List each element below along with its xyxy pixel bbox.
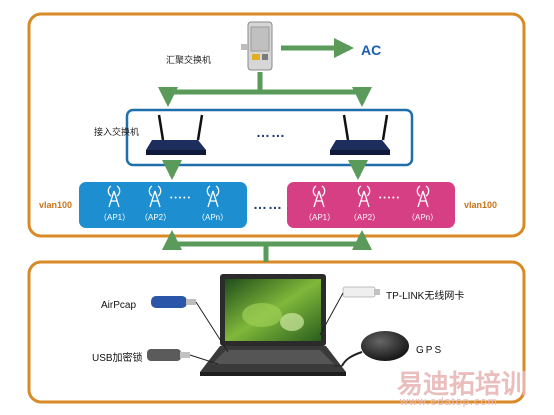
- ap-icon: [357, 185, 371, 208]
- access-switch-label: 接入交换机: [94, 127, 140, 137]
- usb-key-icon: [147, 349, 190, 361]
- ap-icon: [206, 185, 220, 208]
- access-switch-icon: [146, 114, 206, 155]
- access-switch-icon: [330, 114, 390, 155]
- tools-frame: [27, 260, 526, 404]
- ac-label: AC: [361, 42, 382, 58]
- airpcap-label: AirPcap: [101, 300, 137, 311]
- ap-label: （APn）: [407, 213, 439, 222]
- vlan-left-label: vlan100: [39, 200, 73, 210]
- ap-group-blue: [79, 182, 247, 228]
- ap-link-arrows: [162, 160, 368, 180]
- vlan-right-label: vlan100: [464, 200, 498, 210]
- laptop-icon: [200, 274, 346, 376]
- frame-link-arrows: [162, 230, 372, 262]
- aggregation-switch-icon: [241, 21, 273, 71]
- ap-group-ellipsis: ……: [253, 196, 283, 212]
- usb-key-label: USB加密锁: [92, 353, 143, 364]
- ap-label: （AP2）: [140, 213, 172, 222]
- ap-label: （AP2）: [349, 213, 381, 222]
- tplink-label: TP-LINK无线网卡: [386, 291, 465, 302]
- ap-label: （AP1）: [304, 213, 336, 222]
- uplink-arrows: [158, 72, 372, 107]
- watermark-url: www.edatop.com: [400, 396, 498, 408]
- ap-group-pink: [287, 182, 455, 228]
- airpcap-icon: [151, 296, 196, 308]
- gps-label: GPS: [416, 345, 444, 356]
- aggregation-switch-label: 汇聚交换机: [166, 55, 212, 65]
- network-frame: [27, 12, 526, 238]
- ap-icon: [416, 185, 430, 208]
- ap-icon: [312, 185, 326, 208]
- ap-icon: [107, 185, 121, 208]
- watermark-title: 易迪拓培训: [397, 369, 528, 399]
- gps-receiver-icon: [341, 331, 409, 367]
- device-connector-lines: [189, 292, 344, 367]
- ap-label: （APn）: [197, 213, 229, 222]
- ap-icon: [148, 185, 162, 208]
- ap-label: （AP1）: [99, 213, 131, 222]
- tplink-adapter-icon: [342, 286, 380, 298]
- ap-dots: • • • • •: [379, 195, 400, 202]
- ap-dots: • • • • •: [170, 195, 191, 202]
- switch-ellipsis: ……: [256, 124, 286, 140]
